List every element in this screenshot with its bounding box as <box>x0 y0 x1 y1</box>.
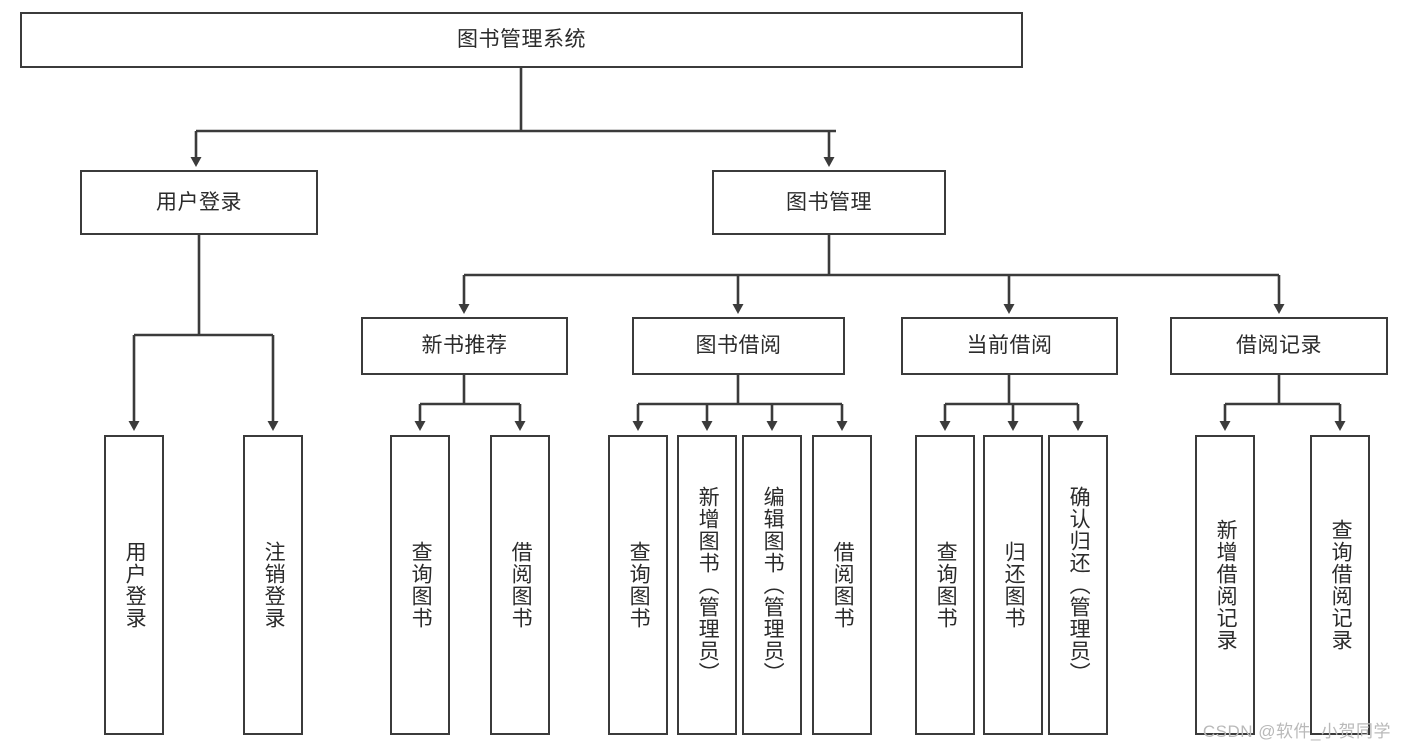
node-leaf-borrow-book-1-label: 借阅图书 <box>509 541 533 629</box>
node-leaf-logout-login-label: 注销登录 <box>262 541 286 629</box>
node-leaf-borrow-book-2-label: 借阅图书 <box>831 541 855 629</box>
node-leaf-return-book-label: 归还图书 <box>1002 541 1026 629</box>
node-leaf-add-borrow-record-label: 新增借阅记录 <box>1214 519 1238 651</box>
node-leaf-query-book-3-label: 查询图书 <box>934 541 958 629</box>
node-borrow-record[interactable]: 借阅记录 <box>1170 317 1388 375</box>
node-leaf-return-book[interactable]: 归还图书 <box>983 435 1043 735</box>
node-root-label: 图书管理系统 <box>457 28 586 52</box>
node-current-borrow-label: 当前借阅 <box>966 334 1053 358</box>
node-leaf-query-book-3[interactable]: 查询图书 <box>915 435 975 735</box>
node-book-management-label: 图书管理 <box>786 190 872 214</box>
node-leaf-query-borrow-record[interactable]: 查询借阅记录 <box>1310 435 1370 735</box>
node-leaf-confirm-return-label: 确认归还（管理员） <box>1067 486 1091 684</box>
csdn-watermark: CSDN @软件_小贺同学 <box>1202 722 1391 741</box>
node-leaf-query-book-2[interactable]: 查询图书 <box>608 435 668 735</box>
node-user-login[interactable]: 用户登录 <box>80 170 318 235</box>
node-user-login-label: 用户登录 <box>156 190 242 214</box>
node-leaf-edit-book[interactable]: 编辑图书（管理员） <box>742 435 802 735</box>
node-new-book-recommend[interactable]: 新书推荐 <box>361 317 568 375</box>
node-leaf-query-book-1-label: 查询图书 <box>409 541 433 629</box>
node-new-book-recommend-label: 新书推荐 <box>421 334 508 358</box>
node-leaf-user-login-label: 用户登录 <box>123 541 147 629</box>
node-leaf-add-book[interactable]: 新增图书（管理员） <box>677 435 737 735</box>
node-leaf-user-login[interactable]: 用户登录 <box>104 435 164 735</box>
node-root[interactable]: 图书管理系统 <box>20 12 1023 68</box>
node-leaf-logout-login[interactable]: 注销登录 <box>243 435 303 735</box>
node-leaf-edit-book-label: 编辑图书（管理员） <box>761 486 785 684</box>
node-leaf-query-book-1[interactable]: 查询图书 <box>390 435 450 735</box>
node-leaf-add-borrow-record[interactable]: 新增借阅记录 <box>1195 435 1255 735</box>
node-book-borrow-label: 图书借阅 <box>695 334 782 358</box>
node-leaf-query-book-2-label: 查询图书 <box>627 541 651 629</box>
node-leaf-confirm-return[interactable]: 确认归还（管理员） <box>1048 435 1108 735</box>
node-current-borrow[interactable]: 当前借阅 <box>901 317 1118 375</box>
node-leaf-borrow-book-2[interactable]: 借阅图书 <box>812 435 872 735</box>
node-borrow-record-label: 借阅记录 <box>1236 334 1322 358</box>
node-leaf-add-book-label: 新增图书（管理员） <box>696 486 720 684</box>
node-book-management[interactable]: 图书管理 <box>712 170 946 235</box>
node-leaf-query-borrow-record-label: 查询借阅记录 <box>1329 519 1353 651</box>
node-book-borrow[interactable]: 图书借阅 <box>632 317 845 375</box>
node-leaf-borrow-book-1[interactable]: 借阅图书 <box>490 435 550 735</box>
